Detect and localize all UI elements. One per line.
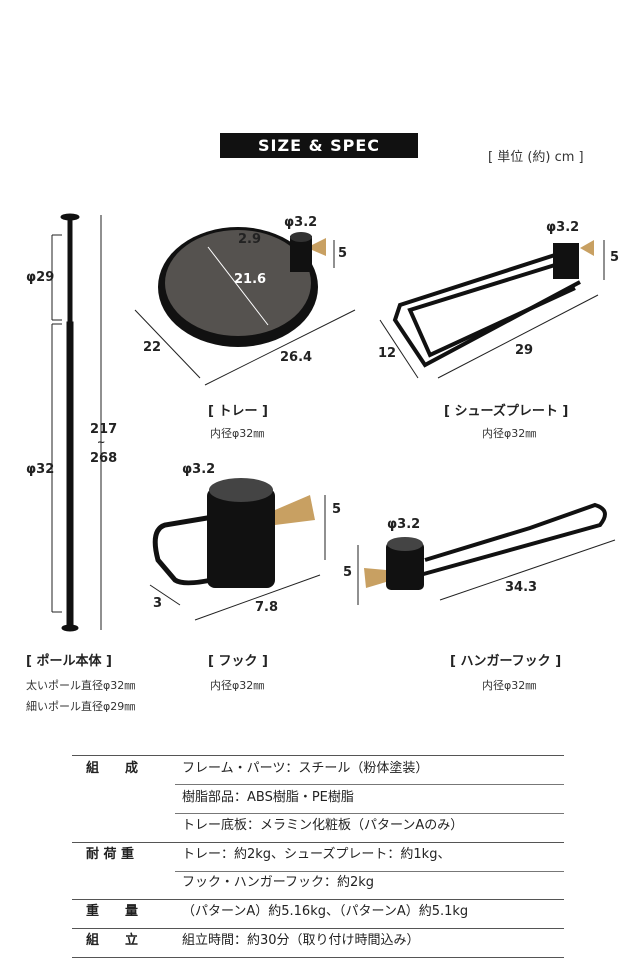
tray-depth: 22 (143, 340, 162, 355)
spec-key: 組 成 (86, 761, 139, 776)
spec-value: フック・ハンガーフック：約2kg (182, 875, 375, 891)
hook-label: [ フック ] (208, 654, 268, 669)
spec-row: 樹脂部品：ABS樹脂・PE樹脂 (72, 784, 564, 813)
spec-value: フレーム・パーツ：スチール（粉体塗装） (182, 761, 429, 776)
pole-note-thick: 太いポール直径φ32㎜ (26, 679, 136, 692)
tray-width: 26.4 (280, 350, 313, 365)
pole-height-tilde: ~ (97, 437, 106, 448)
product-illustrations (51, 213, 616, 632)
spec-table: 組 成 フレーム・パーツ：スチール（粉体塗装） 樹脂部品：ABS樹脂・PE樹脂 … (72, 755, 564, 958)
spec-value: （パターンA）約5.16kg、（パターンA）約5.1kg (182, 903, 469, 919)
page-title: SIZE & SPEC (220, 133, 418, 158)
hook-inner: 内径φ32㎜ (210, 679, 265, 692)
pole-illustration (60, 213, 80, 632)
spec-key: 組 立 (86, 932, 139, 948)
pole-note-thin: 細いポール直径φ29㎜ (26, 700, 136, 713)
hook-hole: φ3.2 (182, 462, 216, 477)
spec-value: 組立時間：約30分（取り付け時間込み） (182, 932, 420, 948)
shoe-height: 5 (610, 250, 620, 265)
tray-label: [ トレー ] (208, 404, 268, 419)
pole-dia-bottom: φ32 (26, 462, 55, 477)
shoe-depth: 12 (378, 346, 397, 361)
spec-row-assembly: 組 立 組立時間：約30分（取り付け時間込み） (72, 927, 564, 956)
hanger-height: 5 (343, 565, 353, 580)
shoe-plate-label: [ シューズプレート ] (444, 404, 569, 419)
hanger-hook-label: [ ハンガーフック ] (450, 654, 562, 669)
tray-inner: 内径φ32㎜ (210, 427, 265, 440)
tray-illustration (134, 227, 356, 386)
pole-dia-top: φ29 (26, 270, 55, 285)
spec-key: 耐 荷 重 (86, 846, 135, 862)
spec-value: トレー底板：メラミン化粧板（パターンAのみ） (182, 818, 464, 834)
spec-row: トレー底板：メラミン化粧板（パターンAのみ） (72, 812, 564, 841)
spec-row-weight: 重 量 （パターンA）約5.16kg、（パターンA）約5.1kg (72, 898, 564, 927)
pole-label: [ ポール本体 ] (26, 654, 112, 669)
hanger-width: 34.3 (505, 580, 538, 595)
hook-width: 7.8 (255, 600, 279, 615)
unit-note: [ 単位 (約) cm ] (488, 150, 584, 165)
hanger-hook-inner: 内径φ32㎜ (482, 679, 537, 692)
spec-row-composition: 組 成 フレーム・パーツ：スチール（粉体塗装） (72, 755, 564, 784)
spec-row: フック・ハンガーフック：約2kg (72, 869, 564, 898)
hook-depth: 3 (153, 596, 163, 611)
pole-height-max: 268 (90, 451, 118, 466)
tray-diameter: 21.6 (234, 272, 267, 287)
tray-height: 5 (338, 246, 348, 261)
tray-hole: φ3.2 (284, 215, 318, 230)
pole-height-min: 217 (90, 422, 118, 437)
shoe-plate-illustration (379, 240, 605, 379)
hook-height: 5 (332, 502, 342, 517)
shoe-width: 29 (515, 343, 534, 358)
spec-key: 重 量 (86, 903, 139, 919)
spec-value: トレー：約2kg、シューズプレート：約1kg、 (182, 846, 451, 862)
hanger-hook-illustration (357, 502, 616, 605)
hook-illustration (149, 478, 326, 621)
spec-row-load: 耐 荷 重 トレー：約2kg、シューズプレート：約1kg、 (72, 841, 564, 870)
pole-dimension-lines (51, 215, 102, 630)
spec-value: 樹脂部品：ABS樹脂・PE樹脂 (182, 789, 354, 805)
hanger-hole: φ3.2 (387, 517, 421, 532)
shoe-plate-inner: 内径φ32㎜ (482, 427, 537, 440)
shoe-hole: φ3.2 (546, 220, 580, 235)
tray-rim: 2.9 (238, 232, 262, 247)
